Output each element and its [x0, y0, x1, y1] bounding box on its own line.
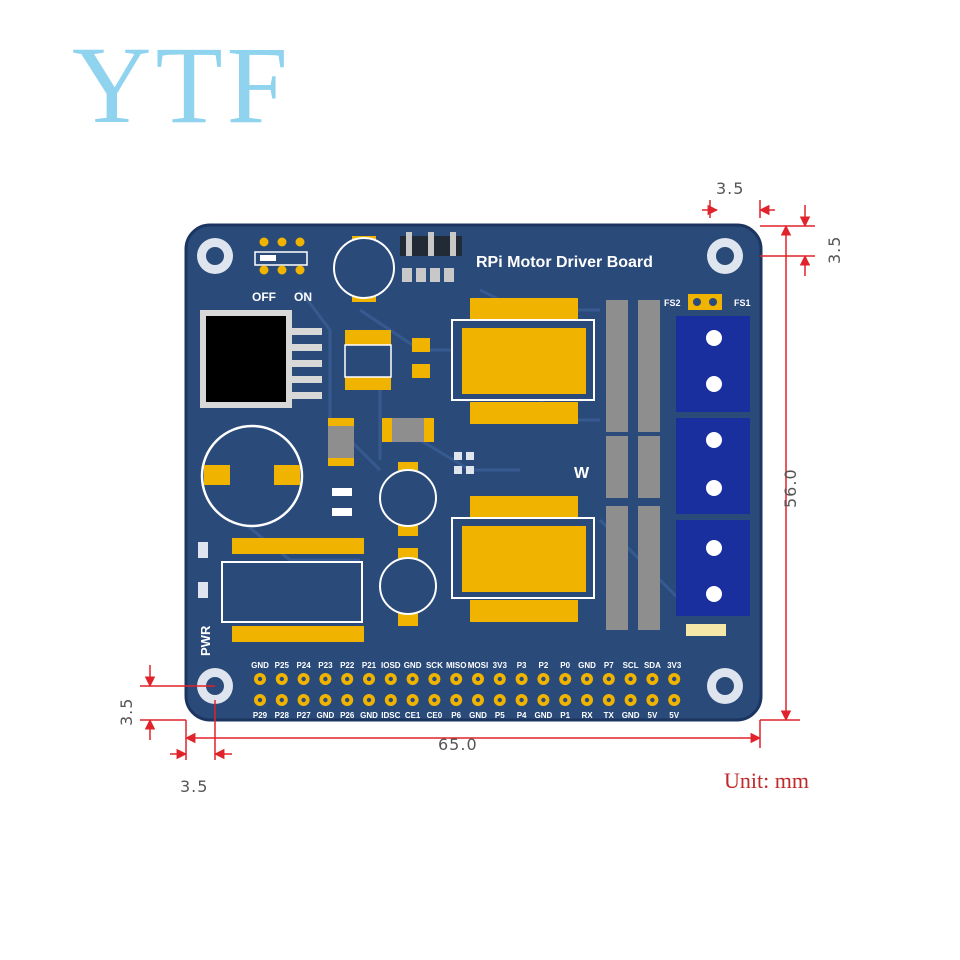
gpio-top-label: P25 [275, 661, 290, 670]
gpio-top-label: P3 [517, 661, 527, 670]
top-inductor [333, 236, 395, 302]
pwr-label: PWR [198, 625, 213, 656]
gpio-top-label: P24 [296, 661, 311, 670]
gpio-bottom-label: GND [317, 711, 335, 720]
waveshare-mark: W [574, 465, 590, 482]
gpio-top-label: MOSI [468, 661, 488, 670]
gpio-bottom-label: P28 [275, 711, 290, 720]
left-ic: PWR [198, 538, 364, 656]
gpio-bottom-label: P4 [517, 711, 527, 720]
screw-terminals [676, 316, 750, 616]
smd-diode [344, 330, 430, 390]
switch-off-label: OFF [252, 290, 276, 304]
dim-top-hole-x: 3.5 [716, 179, 744, 198]
gpio-header: GNDP29P25P28P24P27P23GNDP22P26P21GNDIOSD… [251, 661, 682, 720]
gpio-top-label: IOSD [381, 661, 401, 670]
switch-on-label: ON [294, 290, 312, 304]
gpio-bottom-label: P26 [340, 711, 355, 720]
dim-top-hole-y: 3.5 [825, 236, 844, 264]
gpio-top-label: P23 [318, 661, 333, 670]
gpio-bottom-label: CE1 [405, 711, 421, 720]
gpio-bottom-label: P29 [253, 711, 268, 720]
large-capacitor [200, 424, 304, 528]
gpio-bottom-label: P6 [451, 711, 461, 720]
brand-logo: YTF [72, 24, 292, 146]
gpio-top-label: P2 [539, 661, 549, 670]
gpio-top-label: 3V3 [667, 661, 682, 670]
gpio-top-label: SCK [426, 661, 443, 670]
gpio-bottom-label: P5 [495, 711, 505, 720]
gpio-top-label: SCL [623, 661, 639, 670]
dim-bottom-hole-x: 3.5 [180, 777, 208, 796]
power-switch-header: OFF ON [252, 237, 312, 304]
gpio-top-label: P22 [340, 661, 355, 670]
mounting-holes [197, 238, 743, 704]
gpio-top-label: P7 [604, 661, 614, 670]
gpio-top-label: SDA [644, 661, 661, 670]
gpio-bottom-label: GND [535, 711, 553, 720]
gpio-top-label: GND [251, 661, 269, 670]
dimension-lines [140, 200, 815, 760]
power-resistors [606, 300, 660, 630]
gpio-bottom-label: 5V [648, 711, 658, 720]
gpio-top-label: P21 [362, 661, 377, 670]
gpio-bottom-label: IDSC [381, 711, 400, 720]
fuse-label-1: FS1 [734, 298, 751, 308]
middle-inductors [379, 462, 437, 626]
gpio-bottom-label: TX [604, 711, 615, 720]
small-resistors [328, 418, 474, 516]
gpio-top-label: 3V3 [493, 661, 508, 670]
gpio-bottom-label: GND [622, 711, 640, 720]
gpio-bottom-label: P27 [296, 711, 311, 720]
gpio-top-label: GND [578, 661, 596, 670]
status-led [686, 624, 726, 636]
gpio-top-label: GND [404, 661, 422, 670]
gpio-bottom-label: 5V [669, 711, 679, 720]
gpio-bottom-label: RX [581, 711, 593, 720]
fuse-pads: FS2 FS1 [664, 294, 751, 310]
gpio-bottom-label: P1 [560, 711, 570, 720]
gpio-bottom-label: CE0 [427, 711, 443, 720]
dim-bottom-hole-y: 3.5 [117, 698, 136, 726]
board-title: RPi Motor Driver Board [476, 254, 653, 271]
motor-driver-chip-bottom [451, 496, 595, 622]
gpio-top-label: P0 [560, 661, 570, 670]
dim-height: 56.0 [781, 468, 800, 508]
gpio-bottom-label: GND [469, 711, 487, 720]
fuse-label-2: FS2 [664, 298, 681, 308]
gpio-bottom-label: GND [360, 711, 378, 720]
voltage-regulator [200, 310, 322, 408]
unit-label: Unit: mm [724, 768, 809, 793]
motor-driver-chip-top [451, 298, 595, 424]
three-pin-header [400, 232, 462, 282]
dim-width: 65.0 [438, 735, 478, 754]
gpio-top-label: MISO [446, 661, 466, 670]
